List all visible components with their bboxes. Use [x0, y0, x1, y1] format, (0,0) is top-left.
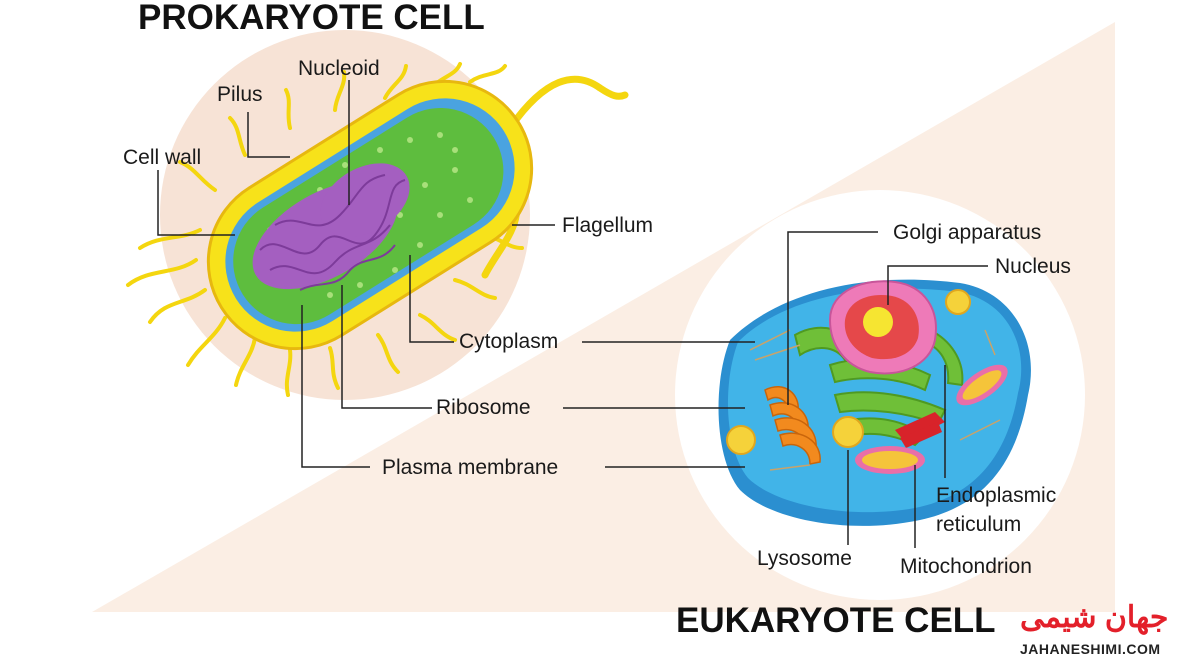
label-lysosome: Lysosome [757, 547, 852, 570]
label-ribosome: Ribosome [436, 396, 531, 419]
rough-er-shape [895, 412, 945, 448]
label-mitochondrion: Mitochondrion [900, 555, 1032, 578]
label-cytoplasm: Cytoplasm [459, 330, 559, 353]
flagellum-upper [506, 75, 629, 132]
watermark-logo: جهان شیمی [1020, 601, 1169, 634]
prokaryote-cell [126, 62, 629, 397]
label-golgi-apparatus: Golgi apparatus [893, 221, 1042, 244]
eukaryote-title: EUKARYOTE CELL [676, 601, 996, 640]
label-nucleoid: Nucleoid [298, 57, 380, 80]
label-reticulum: reticulum [936, 513, 1022, 536]
filaments [749, 329, 1001, 471]
nucleus-shape [828, 280, 937, 375]
nucleoid-shape [252, 163, 410, 291]
label-endoplasmic: Endoplasmic [936, 484, 1057, 507]
lysosome-shapes [726, 289, 971, 455]
label-flagellum: Flagellum [562, 214, 654, 237]
label-cell-wall: Cell wall [123, 146, 202, 169]
prokaryote-title: PROKARYOTE CELL [138, 0, 485, 37]
mitochondria-shape [855, 364, 1008, 474]
watermark-url: JAHANESHIMI.COM [1020, 641, 1161, 657]
eukaryote-cell [718, 279, 1031, 526]
leader-lines [157, 80, 988, 548]
label-plasma-membrane: Plasma membrane [382, 456, 559, 479]
nucleolus [863, 307, 893, 337]
label-pilus: Pilus [217, 83, 263, 106]
label-nucleus: Nucleus [995, 255, 1071, 278]
golgi-shape [764, 386, 821, 465]
